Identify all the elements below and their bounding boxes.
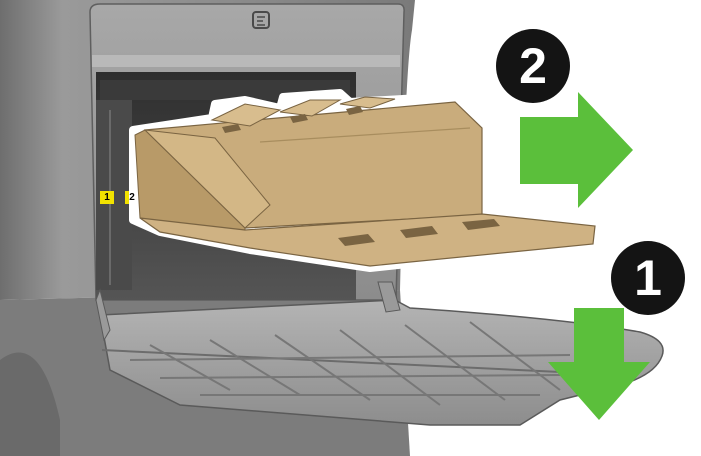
media-tray-insert[interactable] (129, 89, 599, 272)
front-door-tray[interactable] (95, 281, 664, 426)
slot-label-1-bg (100, 191, 114, 204)
brand-logo-icon (252, 11, 270, 29)
step-badge-1 (611, 241, 685, 315)
arrow-right-icon (520, 92, 633, 208)
step-number-2: 2 (519, 38, 547, 94)
step-badge-2 (496, 29, 570, 103)
arrow-down-icon (548, 308, 650, 420)
slot-label-1: 1 (104, 192, 110, 203)
step-number-1: 1 (634, 250, 662, 306)
slot-label-2: 2 (129, 192, 135, 203)
